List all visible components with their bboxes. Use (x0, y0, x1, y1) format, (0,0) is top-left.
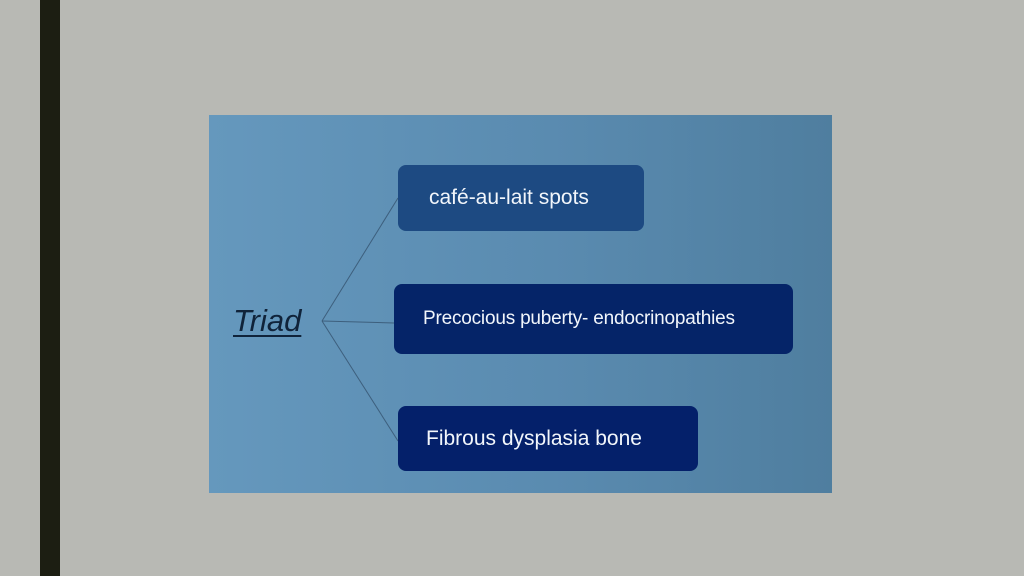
node-fibrous-dysplasia: Fibrous dysplasia bone (398, 406, 698, 471)
connector-to-item-3 (321, 320, 399, 442)
node-label: Precocious puberty- endocrinopathies (423, 308, 735, 329)
accent-bar (40, 0, 60, 576)
diagram-panel: Triad café-au-lait spots Precocious pube… (209, 115, 832, 493)
node-precocious-puberty: Precocious puberty- endocrinopathies (394, 284, 793, 354)
node-label: café-au-lait spots (429, 186, 589, 209)
node-label: Fibrous dysplasia bone (426, 426, 642, 450)
connector-to-item-1 (321, 197, 399, 322)
node-cafe-au-lait-spots: café-au-lait spots (398, 165, 644, 231)
connector-to-item-2 (321, 320, 395, 324)
root-label: Triad (233, 303, 302, 338)
connector-lines (321, 197, 399, 442)
